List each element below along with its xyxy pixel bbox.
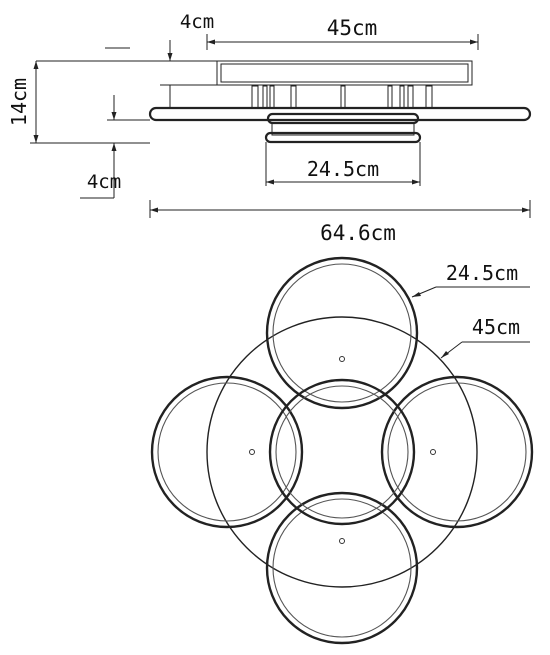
label-base-diameter: 45cm [472,315,520,339]
leader-24-5 [411,286,530,298]
lower-ring-profile [266,112,420,125]
ring-right [380,375,534,529]
side-view: 45cm 4cm 14cm 4cm [7,11,532,245]
ring-bottom [265,491,419,645]
lower-ring-band [271,122,415,136]
top-view: 24.5cm 45cm [150,256,534,645]
leader-45 [440,341,530,359]
dim-14-height [30,61,150,144]
base-disc [206,316,478,588]
canopy-body-inner [220,63,469,83]
dim-24-5-side [265,142,421,186]
ring-left [150,375,304,529]
label-height: 14cm [7,78,31,126]
bottom-ring-profile [264,131,422,144]
main-ring-profile [148,106,532,122]
label-top-gap: 4cm [180,11,214,33]
label-overall-width: 64.6cm [320,221,396,245]
canopy-body [216,60,473,86]
dim-4-top [105,40,217,108]
label-ring-width: 24.5cm [307,157,379,181]
label-bottom-gap: 4cm [87,171,121,193]
label-ring-diameter: 24.5cm [446,261,518,285]
spacer-rods [251,85,433,109]
label-body-width: 45cm [327,16,378,40]
ring-center [268,378,416,526]
ring-top [265,256,419,410]
dim-45-top [206,34,479,50]
dim-64-6 [149,200,531,218]
dim-4-bottom [80,95,150,199]
